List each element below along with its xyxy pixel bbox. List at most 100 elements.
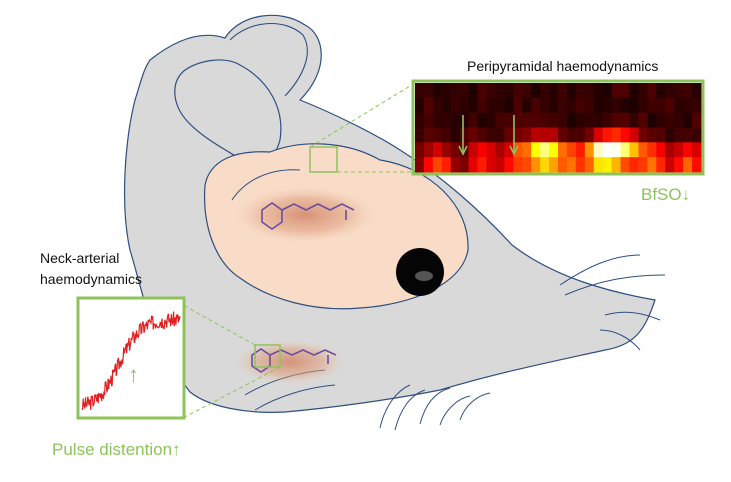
heatmap-cell xyxy=(594,98,603,113)
heatmap-cell xyxy=(692,157,701,172)
heatmap-cell xyxy=(549,83,558,98)
heatmap-cell xyxy=(638,128,647,143)
heatmap-cell xyxy=(540,157,549,172)
heatmap-cell xyxy=(424,157,433,172)
heatmap-cell xyxy=(692,98,701,113)
heatmap-cell xyxy=(460,98,469,113)
bfso-label: BfSO↓ xyxy=(641,185,690,205)
heatmap-cell xyxy=(504,83,513,98)
heatmap-cell xyxy=(683,83,692,98)
heatmap-cell xyxy=(522,83,531,98)
heatmap-cell xyxy=(451,128,460,143)
heatmap-cell xyxy=(478,113,487,128)
heatmap-cell xyxy=(478,83,487,98)
heatmap-cell xyxy=(621,113,630,128)
heatmap-cell xyxy=(531,113,540,128)
heatmap-cell xyxy=(683,113,692,128)
down-arrow-icon: ↓ xyxy=(682,185,691,204)
heatmap-cell xyxy=(630,128,639,143)
heatmap-cell xyxy=(451,157,460,172)
heatmap-cell xyxy=(442,113,451,128)
heatmap-cell xyxy=(469,142,478,157)
heatmap-cell xyxy=(630,157,639,172)
heatmap-cell xyxy=(558,83,567,98)
heatmap-cell xyxy=(549,142,558,157)
heatmap-cell xyxy=(469,83,478,98)
heatmap-cell xyxy=(567,98,576,113)
heatmap-cell xyxy=(433,98,442,113)
heatmap-cell xyxy=(442,157,451,172)
heatmap-cell xyxy=(469,113,478,128)
heatmap-cell xyxy=(540,98,549,113)
heatmap-cell xyxy=(585,98,594,113)
heatmap-cell xyxy=(442,128,451,143)
heatmap-cell xyxy=(665,98,674,113)
heatmap-cell xyxy=(442,98,451,113)
heatmap-cell xyxy=(692,142,701,157)
heatmap-cell xyxy=(647,128,656,143)
heatmap-cell xyxy=(460,157,469,172)
heatmap-cell xyxy=(522,142,531,157)
heatmap-cell xyxy=(460,83,469,98)
heatmap-cell xyxy=(531,157,540,172)
heatmap-cell xyxy=(612,157,621,172)
heatmap-cell xyxy=(433,83,442,98)
heatmap-cell xyxy=(603,157,612,172)
heatmap-cell xyxy=(638,157,647,172)
heatmap-cell xyxy=(424,98,433,113)
heatmap-cell xyxy=(567,142,576,157)
heatmap-cell xyxy=(692,113,701,128)
pulse-distention-label: Pulse distention↑ xyxy=(52,440,181,460)
heatmap xyxy=(415,83,701,172)
heatmap-cell xyxy=(442,142,451,157)
heatmap-cell xyxy=(594,83,603,98)
heatmap-cell xyxy=(504,128,513,143)
heatmap-cell xyxy=(495,157,504,172)
heatmap-cell xyxy=(576,157,585,172)
heatmap-cell xyxy=(451,98,460,113)
heatmap-cell xyxy=(585,128,594,143)
heatmap-cell xyxy=(603,83,612,98)
heatmap-cell xyxy=(674,128,683,143)
heatmap-cell xyxy=(549,128,558,143)
heatmap-cell xyxy=(594,113,603,128)
heatmap-cell xyxy=(594,128,603,143)
brain-glow xyxy=(235,187,375,243)
heatmap-cell xyxy=(478,142,487,157)
heatmap-cell xyxy=(674,113,683,128)
heatmap-cell xyxy=(415,113,424,128)
heatmap-cell xyxy=(415,98,424,113)
heatmap-cell xyxy=(478,98,487,113)
heatmap-cell xyxy=(656,142,665,157)
heatmap-cell xyxy=(576,98,585,113)
heatmap-cell xyxy=(478,157,487,172)
heatmap-cell xyxy=(603,98,612,113)
heatmap-cell xyxy=(522,113,531,128)
neck-title-line2: haemodynamics xyxy=(40,271,142,287)
heatmap-cell xyxy=(567,157,576,172)
heatmap-cell xyxy=(495,83,504,98)
heatmap-cell xyxy=(630,142,639,157)
heatmap-cell xyxy=(558,128,567,143)
heatmap-cell xyxy=(638,98,647,113)
heatmap-cell xyxy=(424,142,433,157)
heatmap-cell xyxy=(531,83,540,98)
heatmap-cell xyxy=(540,128,549,143)
bfso-text: BfSO xyxy=(641,185,682,204)
heatmap-cell xyxy=(504,98,513,113)
heatmap-cell xyxy=(424,113,433,128)
heatmap-cell xyxy=(665,128,674,143)
heatmap-cell xyxy=(513,98,522,113)
heatmap-cell xyxy=(487,128,496,143)
heatmap-cell xyxy=(638,83,647,98)
heatmap-cell xyxy=(621,157,630,172)
heatmap-cell xyxy=(567,128,576,143)
heatmap-cell xyxy=(460,113,469,128)
heatmap-cell xyxy=(469,128,478,143)
heatmap-cell xyxy=(487,98,496,113)
heatmap-cell xyxy=(576,128,585,143)
heatmap-cell xyxy=(460,128,469,143)
heatmap-cell xyxy=(513,157,522,172)
heatmap-cell xyxy=(656,98,665,113)
inset-up-arrow: ↑ xyxy=(128,362,139,387)
